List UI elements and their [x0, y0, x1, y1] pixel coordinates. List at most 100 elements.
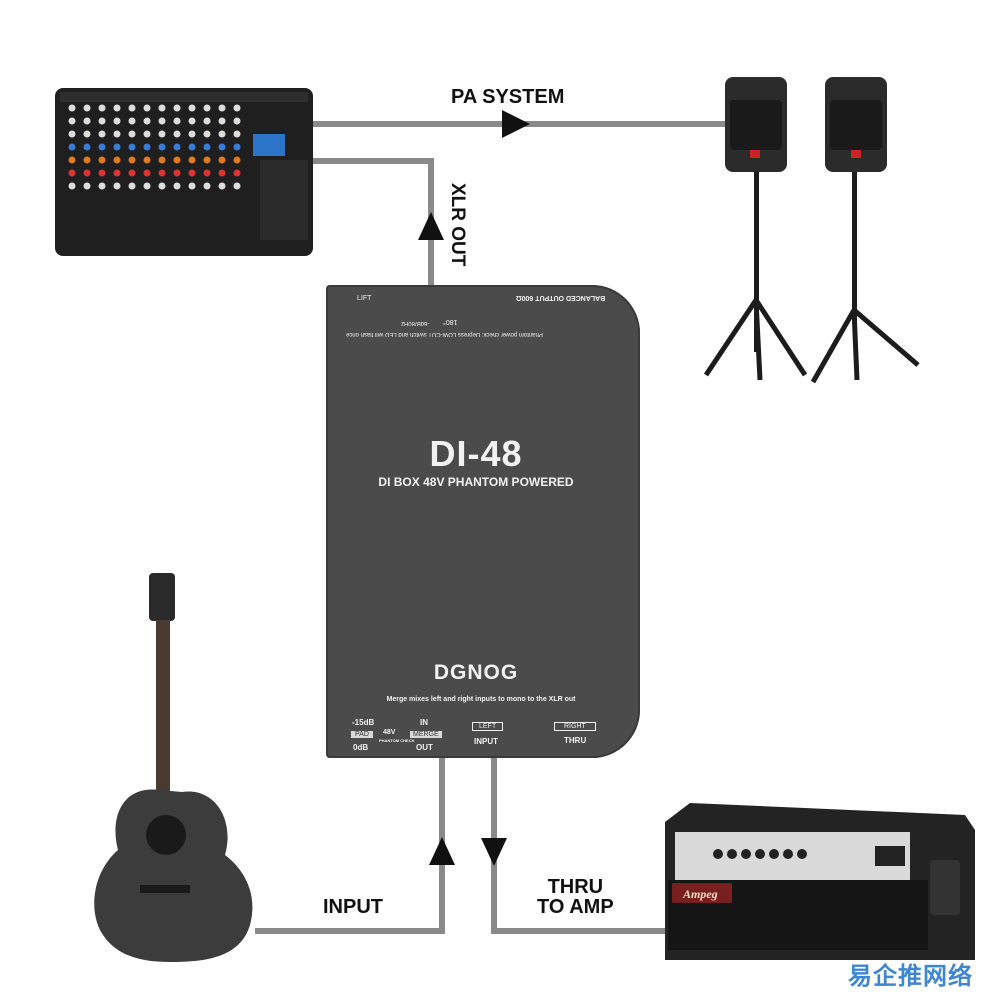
mixer-knob	[173, 143, 181, 151]
thru-jack-label: THRU	[564, 736, 587, 745]
mixer-knob	[188, 169, 196, 177]
mixer-knob	[128, 169, 136, 177]
speaker-left	[703, 77, 808, 381]
amp-knob	[713, 849, 723, 859]
mixer-knob	[158, 182, 166, 190]
mixer-knob	[188, 130, 196, 138]
mixer-knob	[188, 117, 196, 125]
acoustic-guitar-image	[94, 573, 253, 962]
mixer-knob	[233, 130, 241, 138]
mixer-knob	[83, 117, 91, 125]
mixer-knob	[143, 182, 151, 190]
pad-switch: PAD	[351, 731, 373, 738]
mixer-knob	[113, 169, 121, 177]
mixer-knob	[158, 104, 166, 112]
model-subtitle: DI BOX 48V PHANTOM POWERED	[378, 475, 574, 489]
di-box: LIFT -6dB/80Hz 180° BALANCED OUTPUT 600Ω…	[326, 285, 640, 758]
amplifier-image	[665, 803, 975, 960]
amp-logo: Ampeg	[682, 887, 718, 901]
mixer-knob	[128, 117, 136, 125]
mixer-knob	[143, 169, 151, 177]
amp-knob	[741, 849, 751, 859]
mixer-knob	[98, 104, 106, 112]
merge-switch: MERGE	[410, 731, 442, 738]
mixer-knob	[98, 117, 106, 125]
pad-top-label: -15dB	[352, 718, 375, 727]
mixer-knob	[233, 156, 241, 164]
brand-name: DGNOG	[433, 661, 519, 684]
thru-cable	[491, 758, 665, 934]
amp-knob	[783, 849, 793, 859]
xlr-out-label: XLR OUT	[447, 183, 468, 267]
low-cut-label: -6dB/80Hz	[401, 320, 430, 326]
mixer-knob	[113, 156, 121, 164]
mixer-knob	[68, 156, 76, 164]
phase-label: 180°	[443, 318, 458, 325]
mixer-knob	[218, 104, 226, 112]
mixer-knob	[158, 117, 166, 125]
mixer-knob	[68, 117, 76, 125]
right-input-jack-label: RIGHT	[554, 722, 596, 731]
phantom-check-note: Phantom power check: Depress LOW-CUT swi…	[346, 331, 543, 337]
thru-arrow	[481, 838, 507, 866]
mixer-knob	[218, 169, 226, 177]
mixer-knob	[143, 143, 151, 151]
mixer-knob	[83, 130, 91, 138]
mixer-knob	[233, 117, 241, 125]
mixer-knob	[173, 117, 181, 125]
amp-knobs	[713, 849, 807, 859]
mixer-knob	[188, 156, 196, 164]
mixer-knob	[83, 182, 91, 190]
mixer-knob	[173, 130, 181, 138]
mixer-knob	[113, 104, 121, 112]
input-jack-label: INPUT	[474, 737, 498, 746]
mixer-knob	[128, 156, 136, 164]
pa-system-label: PA SYSTEM	[451, 86, 565, 108]
mixer-knob	[98, 169, 106, 177]
mixer-knob	[233, 104, 241, 112]
mixer-knob	[233, 169, 241, 177]
mixer-knob	[203, 156, 211, 164]
mixer-knob	[83, 143, 91, 151]
mixer-knob	[113, 117, 121, 125]
mixer-knob	[218, 182, 226, 190]
mixer-knob	[68, 130, 76, 138]
phantom-48v-label: 48V	[383, 729, 396, 736]
mixer-knob	[143, 117, 151, 125]
ground-lift-label: LIFT	[357, 295, 372, 302]
left-input-jack-label: LEFT	[472, 722, 504, 731]
input-label: INPUT	[323, 896, 383, 918]
xlr-out-arrow	[418, 212, 444, 240]
mixer-knob	[158, 169, 166, 177]
mixer-knob	[158, 156, 166, 164]
mixer-knob	[188, 182, 196, 190]
mixer-knobs	[68, 104, 241, 190]
mixer-knob	[98, 156, 106, 164]
pa-system-arrow	[502, 110, 530, 138]
mixer-knob	[128, 182, 136, 190]
mixer-knob	[158, 143, 166, 151]
mixer-knob	[233, 143, 241, 151]
mixer-knob	[68, 143, 76, 151]
thru-label-line1: THRU	[547, 876, 604, 898]
amp-knob	[727, 849, 737, 859]
mixer-knob	[98, 182, 106, 190]
phantom-check-label: PHANTOM CHECK	[379, 738, 415, 743]
mixer-knob	[128, 104, 136, 112]
mixer-knob	[143, 130, 151, 138]
mixer-knob	[203, 169, 211, 177]
thru-label-line2: TO AMP	[537, 896, 614, 918]
mixer-knob	[143, 156, 151, 164]
mixer-image	[55, 88, 313, 256]
mixer-knob	[98, 130, 106, 138]
mixer-knob	[68, 182, 76, 190]
mixer-knob	[83, 104, 91, 112]
model-name: DI-48	[429, 433, 523, 474]
mixer-knob	[128, 143, 136, 151]
merge-in-label: IN	[420, 718, 428, 727]
input-arrow	[429, 837, 455, 865]
mixer-knob	[203, 104, 211, 112]
mixer-knob	[113, 182, 121, 190]
mixer-knob	[203, 117, 211, 125]
